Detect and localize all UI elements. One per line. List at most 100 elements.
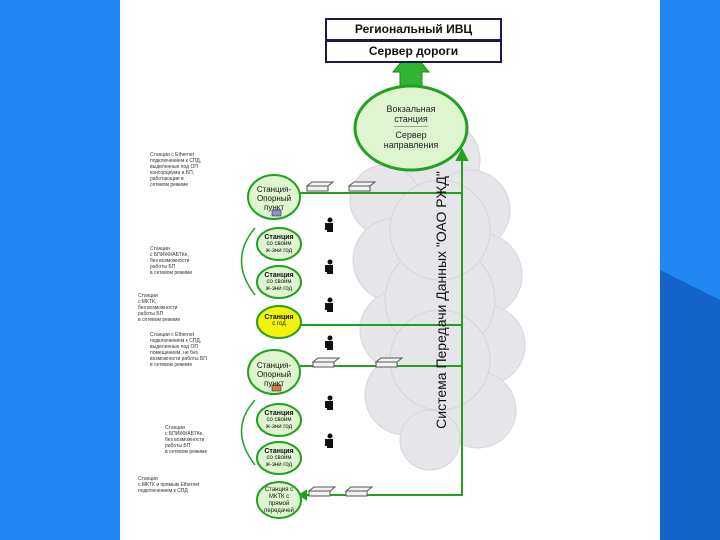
note-line: Станции с Ethernet bbox=[150, 332, 195, 338]
person-icon bbox=[325, 217, 333, 232]
note-mktk-ethernet: Станции с МКТК и прямым Ethernet подключ… bbox=[138, 476, 238, 494]
note-line: с МКТК, bbox=[138, 299, 157, 305]
switch-icon bbox=[307, 486, 337, 492]
group-brackets bbox=[240, 227, 256, 466]
node-label-line: передачей bbox=[264, 508, 294, 514]
switch-icons bbox=[305, 181, 404, 497]
note-line: в сетевом режиме bbox=[150, 362, 193, 368]
node-label-line: с год bbox=[272, 321, 286, 327]
network-label: Система Передачи Данных "ОАО РЖД" bbox=[433, 171, 449, 429]
node-label-line: прямой bbox=[268, 501, 290, 507]
node-label-st6: Станция с МКТК с прямой передачей bbox=[256, 487, 302, 515]
note-mktk: Станции с МКТК, без возможности работы Б… bbox=[138, 293, 220, 323]
node-label-line: Станция- bbox=[256, 361, 292, 370]
node-label-line: Станция bbox=[264, 448, 294, 455]
node-label-line: Станция bbox=[264, 272, 294, 279]
node-label-line: Станция с bbox=[264, 487, 294, 493]
note-line: с БПИКФ/АБТКе, bbox=[165, 431, 204, 437]
hub-label: Вокзальная станция ----------------- Сер… bbox=[363, 104, 459, 150]
switch-icon bbox=[308, 490, 331, 497]
note-bpikf: Станции с БПИКФ/АБТКе, без возможности р… bbox=[150, 246, 232, 276]
link-arrows bbox=[298, 147, 469, 501]
node-label-line: Станция bbox=[264, 234, 294, 241]
node-label-line: Станция bbox=[264, 314, 294, 321]
switch-icon bbox=[344, 486, 374, 492]
hub-node[interactable] bbox=[353, 84, 469, 172]
station-node-st5[interactable] bbox=[256, 441, 302, 475]
switch-icon bbox=[375, 361, 398, 368]
node-label-line: пункт bbox=[263, 203, 284, 212]
note-line: без возможности bbox=[150, 258, 190, 264]
node-label-line: Станция bbox=[264, 410, 294, 417]
node-label-line: МКТК с bbox=[268, 494, 290, 500]
regional-ivc-box[interactable]: Региональный ИВЦ bbox=[325, 18, 502, 41]
note-line: выделенные под ОП bbox=[150, 164, 198, 170]
switch-icon bbox=[347, 181, 377, 187]
switch-icon bbox=[348, 185, 371, 192]
note-line: подключением к СПД bbox=[138, 488, 188, 494]
station-node-st6[interactable] bbox=[256, 481, 302, 519]
person-icon bbox=[325, 259, 333, 274]
node-label-st3: Станция с год bbox=[256, 314, 302, 328]
node-label-line: Опорный bbox=[256, 370, 292, 379]
note-ethernet-op: Станции с Ethernet подключением к СПД, в… bbox=[150, 152, 232, 188]
node-label-op1: Станция- Опорный пункт bbox=[248, 185, 300, 212]
switch-icon bbox=[374, 357, 404, 363]
note-line: в сетевом режиме bbox=[165, 449, 208, 455]
node-label-st5: Станция со своим ж-эни год bbox=[256, 448, 302, 469]
hub-separator: ----------------- bbox=[394, 124, 428, 130]
note-bpikf-2: Станции с БПИКФ/АБТКе, без возможности р… bbox=[165, 425, 247, 455]
note-line: подключением к СПД, bbox=[150, 158, 202, 164]
node-label-st2: Станция со своим ж-эни год bbox=[256, 272, 302, 293]
node-label-line: Опорный bbox=[256, 194, 292, 203]
note-line: возможности работы БП bbox=[150, 356, 207, 362]
node-label-line: ж-эни год bbox=[265, 424, 293, 430]
node-label-op2: Станция- Опорный пункт bbox=[248, 361, 300, 388]
node-label-line: со своим bbox=[266, 455, 292, 461]
note-line: сетевом режиме bbox=[150, 182, 189, 188]
person-icon bbox=[325, 297, 333, 312]
station-node-st1[interactable] bbox=[256, 227, 302, 261]
node-label-line: ж-эни год bbox=[265, 462, 293, 468]
node-label-st4: Станция со своим ж-эни год bbox=[256, 410, 302, 431]
node-label-line: со своим bbox=[266, 417, 292, 423]
station-node-op2[interactable] bbox=[247, 349, 301, 395]
computer-icons bbox=[271, 209, 282, 392]
note-line: работы БП bbox=[138, 311, 164, 317]
note-line: помещением, не без bbox=[150, 350, 198, 356]
note-line: без возможности bbox=[138, 305, 178, 311]
note-line: с БПИКФ/АБТКе, bbox=[150, 252, 189, 258]
station-node-op1[interactable] bbox=[247, 174, 301, 220]
switch-icon bbox=[312, 361, 335, 368]
note-line: в сетевом режиме bbox=[138, 317, 181, 323]
note-line: Станции с Ethernet bbox=[150, 152, 195, 158]
hub-label-line: направления bbox=[383, 140, 439, 150]
note-line: работы БП bbox=[150, 264, 176, 270]
note-line: без возможности bbox=[165, 437, 205, 443]
note-line: Станции bbox=[165, 425, 185, 431]
node-label-st1: Станция со своим ж-эни год bbox=[256, 234, 302, 255]
hub-label-line: Вокзальная bbox=[386, 104, 436, 114]
switch-icon bbox=[305, 181, 335, 187]
note-line: Станции bbox=[138, 476, 158, 482]
road-server-box[interactable]: Сервер дороги bbox=[325, 40, 502, 63]
station-node-st4[interactable] bbox=[256, 403, 302, 437]
node-label-line: ж-эни год bbox=[265, 286, 293, 292]
switch-icon bbox=[345, 490, 368, 497]
station-nodes bbox=[247, 174, 302, 519]
note-line: работы БП bbox=[165, 443, 191, 449]
station-node-st3[interactable] bbox=[256, 305, 302, 339]
hub-label-line: Сервер bbox=[395, 130, 427, 140]
note-line: с МКТК и прямым Ethernet bbox=[138, 482, 200, 488]
switch-icon bbox=[306, 185, 329, 192]
node-label-line: со своим bbox=[266, 279, 292, 285]
computer-icon bbox=[271, 384, 282, 392]
note-line: Станции bbox=[138, 293, 158, 299]
node-label-line: Станция- bbox=[256, 185, 292, 194]
node-label-line: пункт bbox=[263, 379, 284, 388]
note-line: в сетевом режиме bbox=[150, 270, 193, 276]
node-label-line: со своим bbox=[266, 241, 292, 247]
station-node-st2[interactable] bbox=[256, 265, 302, 299]
